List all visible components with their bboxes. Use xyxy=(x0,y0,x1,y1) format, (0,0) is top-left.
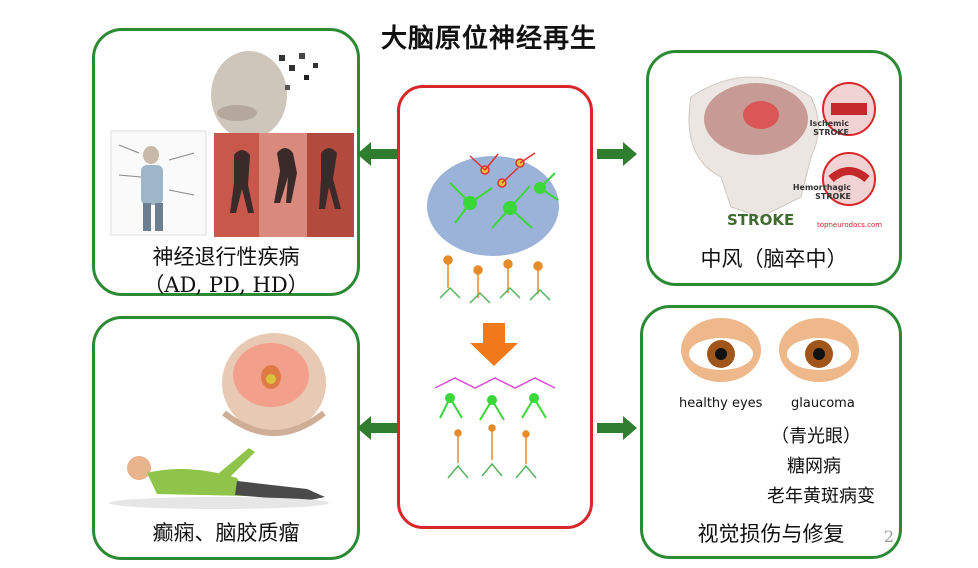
neurodegenerative-caption-1: 神经退行性疾病 xyxy=(152,245,300,269)
panel-neural-regeneration xyxy=(397,85,593,529)
vision-item-3: 老年黄斑病变 xyxy=(767,486,875,507)
healthy-eyes-label: healthy eyes xyxy=(679,396,763,411)
glaucoma-label: glaucoma xyxy=(791,396,855,411)
panel-stroke: Ischemic STROKE Hemorrhagic STROKE STROK… xyxy=(646,50,902,286)
source-site: topneurodocs.com xyxy=(817,221,883,229)
vision-item-1: （青光眼） xyxy=(771,426,861,447)
vision-item-2: 糖网病 xyxy=(787,456,841,477)
arrow-right-top xyxy=(597,142,637,166)
eyes-illustration xyxy=(681,318,859,382)
vision-caption: 视觉损伤与修复 xyxy=(697,522,845,546)
stroke-illustration xyxy=(688,76,876,218)
stroke-label: STROKE xyxy=(727,211,795,229)
panel-neurodegenerative: 神经退行性疾病 （AD, PD, HD） xyxy=(92,28,360,297)
transition-arrow xyxy=(470,323,518,366)
epilepsy-illustration xyxy=(109,333,329,509)
slide-title: 大脑原位神经再生 xyxy=(380,24,597,54)
stroke-caption: 中风（脑卒中） xyxy=(700,247,848,271)
neurodegenerative-illustration xyxy=(110,51,354,237)
arrow-right-bottom xyxy=(597,416,637,440)
arrow-left-top xyxy=(357,142,397,166)
epilepsy-glioma-caption: 癫痫、脑胶质瘤 xyxy=(152,521,300,545)
hemorrhagic-label: Hemorrhagic STROKE xyxy=(792,183,851,201)
neurodegenerative-caption-2: （AD, PD, HD） xyxy=(143,273,309,297)
ischemic-label: Ischemic STROKE xyxy=(809,119,849,137)
panel-epilepsy-glioma: 癫痫、脑胶质瘤 xyxy=(92,316,360,560)
arrow-left-bottom xyxy=(357,416,397,440)
panel-vision: healthy eyes glaucoma （青光眼） 糖网病 老年黄斑病变 视… xyxy=(640,305,902,559)
neuron-conversion-illustration xyxy=(427,152,559,479)
page-number: 2 xyxy=(883,527,894,546)
